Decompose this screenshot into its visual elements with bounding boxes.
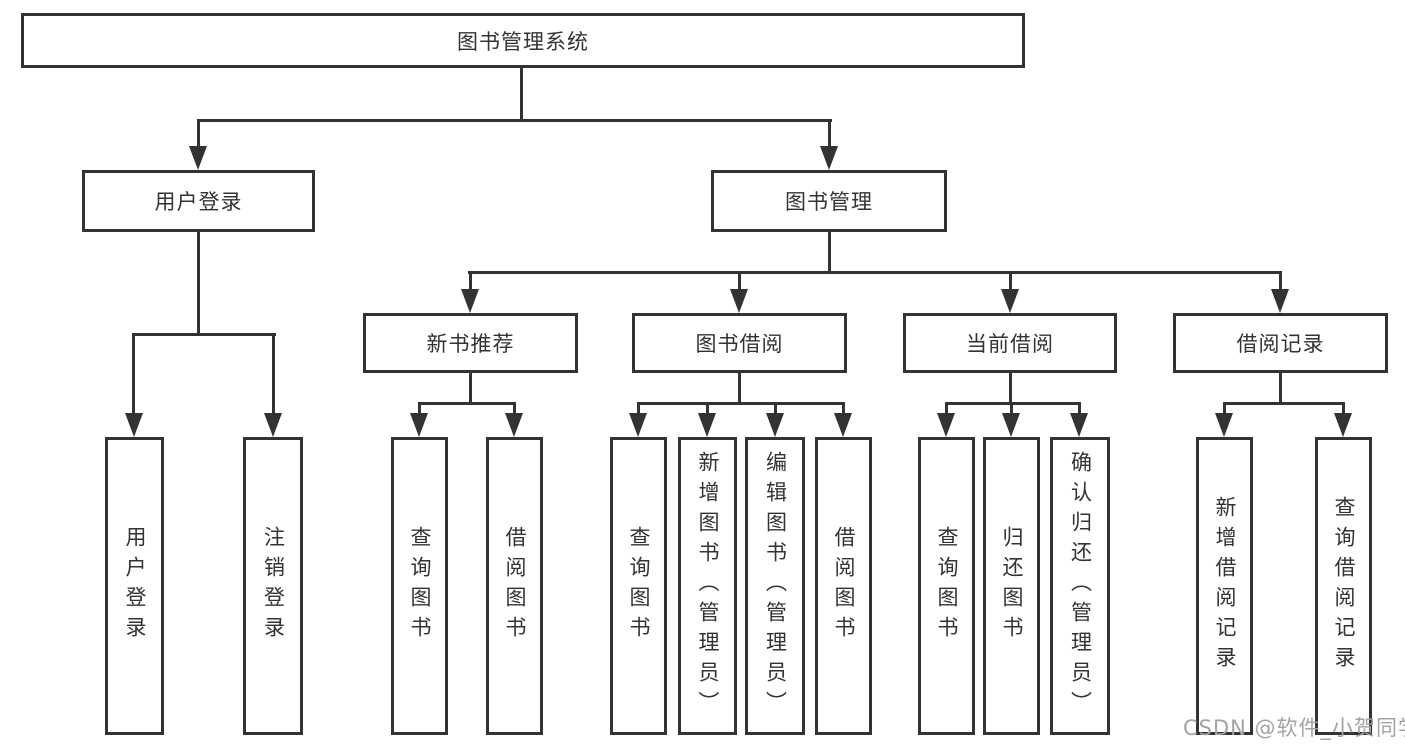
leaf-rec-borrow-books-label: 借阅图书	[503, 526, 527, 646]
leaf-borrow-edit-books-admin-label: 编辑图书（管理员）	[763, 451, 788, 721]
connector-line	[842, 402, 845, 418]
leaf-borrow-query-books: 查询图书	[610, 437, 667, 735]
leaf-logout-label: 注销登录	[261, 526, 286, 646]
leaf-logout: 注销登录	[243, 437, 303, 735]
arrowhead-icon	[1215, 413, 1233, 437]
connector-line	[197, 232, 200, 335]
node-book-mgmt-label: 图书管理	[785, 190, 873, 214]
arrowhead-icon	[820, 146, 838, 170]
arrowhead-icon	[410, 413, 428, 437]
leaf-current-confirm-return-admin-label: 确认归还（管理员）	[1068, 451, 1093, 721]
leaf-rec-query-books-label: 查询图书	[408, 526, 432, 646]
leaf-records-query-record-label: 查询借阅记录	[1332, 496, 1356, 676]
arrowhead-icon	[698, 413, 716, 437]
connector-line	[272, 333, 275, 418]
leaf-rec-query-books: 查询图书	[391, 437, 448, 735]
connector-line	[1223, 402, 1345, 405]
connector-line	[1078, 402, 1081, 418]
connector-line	[1279, 271, 1282, 293]
leaf-borrow-edit-books-admin: 编辑图书（管理员）	[745, 437, 805, 735]
arrowhead-icon	[937, 413, 955, 437]
leaf-records-add-record-label: 新增借阅记录	[1213, 496, 1237, 676]
leaf-current-query-books: 查询图书	[918, 437, 975, 735]
node-borrow-records: 借阅记录	[1173, 313, 1388, 373]
node-new-book-rec: 新书推荐	[363, 313, 578, 373]
node-borrow-records-label: 借阅记录	[1236, 332, 1325, 356]
leaf-borrow-add-books-admin: 新增图书（管理员）	[678, 437, 737, 735]
leaf-current-return-books: 归还图书	[983, 437, 1040, 735]
watermark-text: CSDN @软件_小贺同学	[1183, 716, 1405, 740]
connector-line	[1009, 271, 1012, 293]
leaf-current-query-books-label: 查询图书	[935, 526, 959, 646]
connector-line	[513, 402, 516, 418]
connector-line	[1223, 402, 1226, 418]
node-book-borrow-label: 图书借阅	[695, 332, 784, 356]
arrowhead-icon	[1002, 413, 1020, 437]
node-root-label: 图书管理系统	[457, 29, 589, 54]
leaf-current-return-books-label: 归还图书	[1000, 526, 1024, 646]
watermark: CSDN @软件_小贺同学	[1183, 712, 1405, 742]
connector-line	[132, 333, 135, 418]
node-new-book-rec-label: 新书推荐	[426, 332, 515, 356]
arrowhead-icon	[189, 146, 207, 170]
arrowhead-icon	[505, 413, 523, 437]
arrowhead-icon	[461, 289, 479, 313]
leaf-user-login-label: 用户登录	[123, 526, 147, 646]
arrowhead-icon	[834, 413, 852, 437]
connector-line	[418, 402, 516, 405]
leaf-rec-borrow-books: 借阅图书	[486, 437, 543, 735]
connector-line	[738, 271, 741, 293]
arrowhead-icon	[125, 413, 143, 437]
connector-line	[828, 232, 831, 274]
connector-line	[828, 119, 831, 150]
leaf-records-query-record: 查询借阅记录	[1315, 437, 1372, 735]
connector-line	[197, 119, 200, 150]
connector-line	[469, 373, 472, 404]
connector-line	[945, 402, 948, 418]
connector-line	[520, 68, 523, 120]
connector-line	[132, 333, 276, 336]
connector-line	[738, 373, 741, 404]
node-user-login: 用户登录	[82, 170, 315, 232]
arrowhead-icon	[1271, 289, 1289, 313]
connector-line	[637, 402, 640, 418]
leaf-borrow-borrow-books-label: 借阅图书	[832, 526, 856, 646]
node-book-borrow: 图书借阅	[632, 313, 847, 373]
connector-line	[1009, 373, 1012, 404]
arrowhead-icon	[766, 413, 784, 437]
connector-line	[945, 402, 1081, 405]
arrowhead-icon	[264, 413, 282, 437]
node-book-mgmt: 图书管理	[711, 170, 947, 232]
leaf-current-confirm-return-admin: 确认归还（管理员）	[1050, 437, 1110, 735]
connector-line	[1279, 373, 1282, 404]
node-current-borrow-label: 当前借阅	[966, 332, 1054, 356]
node-user-login-label: 用户登录	[154, 190, 243, 214]
node-root: 图书管理系统	[21, 13, 1025, 68]
connector-line	[1010, 402, 1013, 418]
connector-line	[418, 402, 421, 418]
leaf-borrow-borrow-books: 借阅图书	[815, 437, 872, 735]
connector-line	[197, 119, 832, 122]
connector-line	[469, 271, 472, 293]
arrowhead-icon	[1001, 289, 1019, 313]
leaf-borrow-add-books-admin-label: 新增图书（管理员）	[696, 451, 720, 721]
connector-line	[706, 402, 709, 418]
arrowhead-icon	[730, 289, 748, 313]
leaf-user-login: 用户登录	[105, 437, 164, 735]
connector-line	[774, 402, 777, 418]
leaf-borrow-query-books-label: 查询图书	[627, 526, 651, 646]
connector-line	[1342, 402, 1345, 418]
connector-line	[468, 271, 1282, 274]
leaf-records-add-record: 新增借阅记录	[1196, 437, 1253, 735]
node-current-borrow: 当前借阅	[903, 313, 1117, 373]
arrowhead-icon	[1334, 413, 1352, 437]
connector-line	[637, 402, 845, 405]
arrowhead-icon	[1070, 413, 1088, 437]
arrowhead-icon	[629, 413, 647, 437]
